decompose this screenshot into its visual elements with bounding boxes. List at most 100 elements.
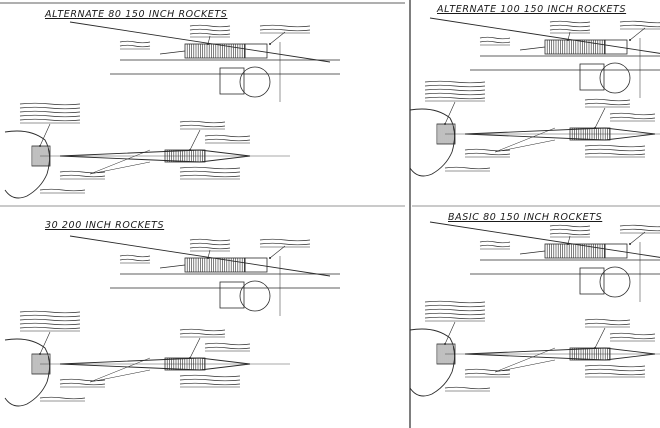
top-right-plan-view-clearance-note <box>444 166 491 172</box>
top-right-plan-view <box>409 80 660 177</box>
bottom-left-elevation-view-exhaust-note-scribble <box>259 242 311 246</box>
top-left-elevation-view-fwd-arrow <box>159 50 186 55</box>
top-right-elevation-view-leader-b-tip <box>629 39 631 41</box>
bottom-right-plan-view-rocket-count-note <box>424 300 486 322</box>
bottom-left-elevation-view-exhaust-note-scribble <box>259 238 311 242</box>
bottom-right-elevation-view-actuator-note-scribble <box>549 232 591 236</box>
bottom-left-plan-view-rocket-count-note-scribble <box>19 318 81 322</box>
bottom-right-plan-view-clearance-note-scribble <box>444 386 491 390</box>
top-left-plan-view-rocket-count-note-scribble <box>19 110 81 114</box>
top-right-plan-view-cylinder-note-scribble <box>584 98 631 102</box>
bottom-right-plan-view-position-note-scribble <box>584 364 646 368</box>
top-left-elevation-view-wheel-circle <box>239 66 271 98</box>
top-right-plan-view-rocket-count-note-scribble <box>424 92 486 96</box>
bottom-left-plan-view-leader-c <box>39 331 51 355</box>
bottom-right-plan-view-envelope-note <box>464 368 511 378</box>
top-left-plan-view-position-note-scribble <box>179 174 241 178</box>
top-right-elevation-view-station-note <box>479 36 511 46</box>
top-left-elevation-view-leader-a-tip <box>207 43 209 45</box>
top-right-plan-view-position-note-scribble <box>584 152 646 156</box>
top-left-plan-view-leader-c-tip <box>39 145 41 147</box>
top-left-plan-view-cylinder-note <box>179 120 226 130</box>
top-left-plan-view-exhaust-port-note <box>204 134 251 144</box>
top-right-plan-view-rocket-count-note-scribble <box>424 84 486 88</box>
top-right-elevation-view-pylon-box <box>579 63 605 91</box>
top-left-plan-view-leader-d-tip <box>189 149 191 151</box>
bottom-right-elevation-view-exhaust-note-scribble <box>619 228 660 232</box>
bottom-right-elevation-view-exhaust-note <box>619 224 660 234</box>
bottom-right-plan-view-exhaust-port-note-scribble <box>609 332 656 336</box>
top-left-plan-view-exhaust-ray <box>89 161 151 175</box>
top-right-elevation-view <box>429 17 660 98</box>
bottom-left-plan-view-position-note-scribble <box>179 374 241 378</box>
bottom-right-plan-view-exhaust-port-note <box>609 332 656 342</box>
top-left-plan-view-exhaust-port-note-scribble <box>204 138 251 142</box>
top-left-elevation-view-leader-a <box>207 35 211 45</box>
top-left-elevation-view-actuator-note-scribble <box>189 32 231 36</box>
bottom-left-elevation-view-slant-line <box>69 235 331 277</box>
top-left-plan-view-envelope-note <box>59 170 106 180</box>
bottom-left-plan-view-exhaust-port-note <box>204 342 251 352</box>
bottom-right-elevation-view-actuator-note-scribble <box>549 224 591 228</box>
top-right-plan-view-leader-d-tip <box>594 127 596 129</box>
bottom-right-plan-view-position-note-scribble <box>584 372 646 376</box>
top-right-elevation-view-actuator-note-scribble <box>549 28 591 32</box>
top-right-plan-view-rocket-count-note-scribble <box>424 80 486 84</box>
panel-title-bottom-left: 30 200 INCH ROCKETS <box>45 220 165 231</box>
bottom-right-elevation-view-wheel-circle <box>599 266 631 298</box>
top-right-plan-view-envelope-note-scribble <box>464 152 511 156</box>
top-left-elevation-view-exhaust-note-scribble <box>259 24 311 28</box>
panel-title-top-left: ALTERNATE 80 150 INCH ROCKETS <box>45 9 228 20</box>
top-right-plan-view-position-note-scribble <box>584 148 646 152</box>
bottom-right-plan-view-exhaust-ray-2 <box>494 347 556 373</box>
bottom-right-elevation-view-launcher-rack <box>544 243 606 259</box>
top-left-plan-view-rocket-count-note <box>19 102 81 124</box>
bottom-left-elevation-view-leader-a-tip <box>207 257 209 259</box>
top-right-elevation-view-rack-end <box>604 39 628 55</box>
top-right-plan-view-leader-c <box>444 101 456 125</box>
bottom-left-plan-view-leader-d-tip <box>189 357 191 359</box>
bottom-left-elevation-view-leader-b <box>269 245 286 259</box>
bottom-left-plan-view-cylinder-note-scribble <box>179 328 226 332</box>
bottom-right-elevation-view-exhaust-note-scribble <box>619 224 660 228</box>
bottom-left-elevation-view-leader-b-tip <box>269 257 271 259</box>
bottom-left-elevation-view-rack-end <box>244 257 268 273</box>
bottom-left-elevation-view-station-note <box>119 254 151 264</box>
bottom-right-plan-view-exhaust-port-note-scribble <box>609 336 656 340</box>
top-left-plan-view-leader-c <box>39 123 51 147</box>
bottom-right-plan-view-rocket-count-note-scribble <box>424 300 486 304</box>
top-left-elevation-view-station-note <box>119 40 151 50</box>
bottom-left-elevation-view-station-note-scribble <box>119 254 151 258</box>
bottom-left-plan-view-envelope-note <box>59 378 106 388</box>
bottom-right-plan-view-rocket-count-note-scribble <box>424 308 486 312</box>
top-right-elevation-view-wheel-circle <box>599 62 631 94</box>
bottom-right-plan-view-envelope-note-scribble <box>464 372 511 376</box>
bottom-left-plan-view-fuselage-outline <box>4 338 50 407</box>
bottom-right-elevation-view-leader-b-tip <box>629 243 631 245</box>
bottom-right-plan-view-leader-c-tip <box>444 343 446 345</box>
top-right-elevation-view-exhaust-note-scribble <box>619 20 660 24</box>
top-right-plan-view-clearance-note-scribble <box>444 166 491 170</box>
top-left-plan-view-leader-d <box>189 129 201 151</box>
top-left-plan-view-exhaust-ray-2 <box>89 149 151 175</box>
top-left-elevation-view-slant-line <box>69 21 331 63</box>
top-right-elevation-view-leader-b <box>629 27 646 41</box>
bottom-right-plan-view-position-note <box>584 364 646 378</box>
top-right-elevation-view-slant-line <box>429 17 660 54</box>
bottom-right-elevation-view-station-note <box>479 240 511 250</box>
top-left-elevation-view <box>69 21 340 102</box>
top-right-plan-view-envelope-note-scribble <box>464 148 511 152</box>
top-right-plan-view-rocket-count-note <box>424 80 486 102</box>
top-left-plan-view-fuselage-outline <box>4 130 50 199</box>
top-right-plan-view-envelope-note <box>464 148 511 158</box>
bottom-left-plan-view-rocket-count-note-scribble <box>19 326 81 330</box>
bottom-left-plan-view <box>4 310 290 407</box>
bottom-left-elevation-view <box>69 235 340 316</box>
bottom-left-elevation-view-actuator-note-scribble <box>189 246 231 250</box>
bottom-right-elevation-view-actuator-note <box>549 224 591 238</box>
bottom-left-elevation-view-leader-a <box>207 249 211 259</box>
bottom-right-elevation-view-slant-line <box>429 221 660 258</box>
top-right-plan-view-position-note-scribble <box>584 144 646 148</box>
top-right-plan-view-rocket-count-note-scribble <box>424 96 486 100</box>
top-left-plan-view-envelope-note-scribble <box>59 174 106 178</box>
